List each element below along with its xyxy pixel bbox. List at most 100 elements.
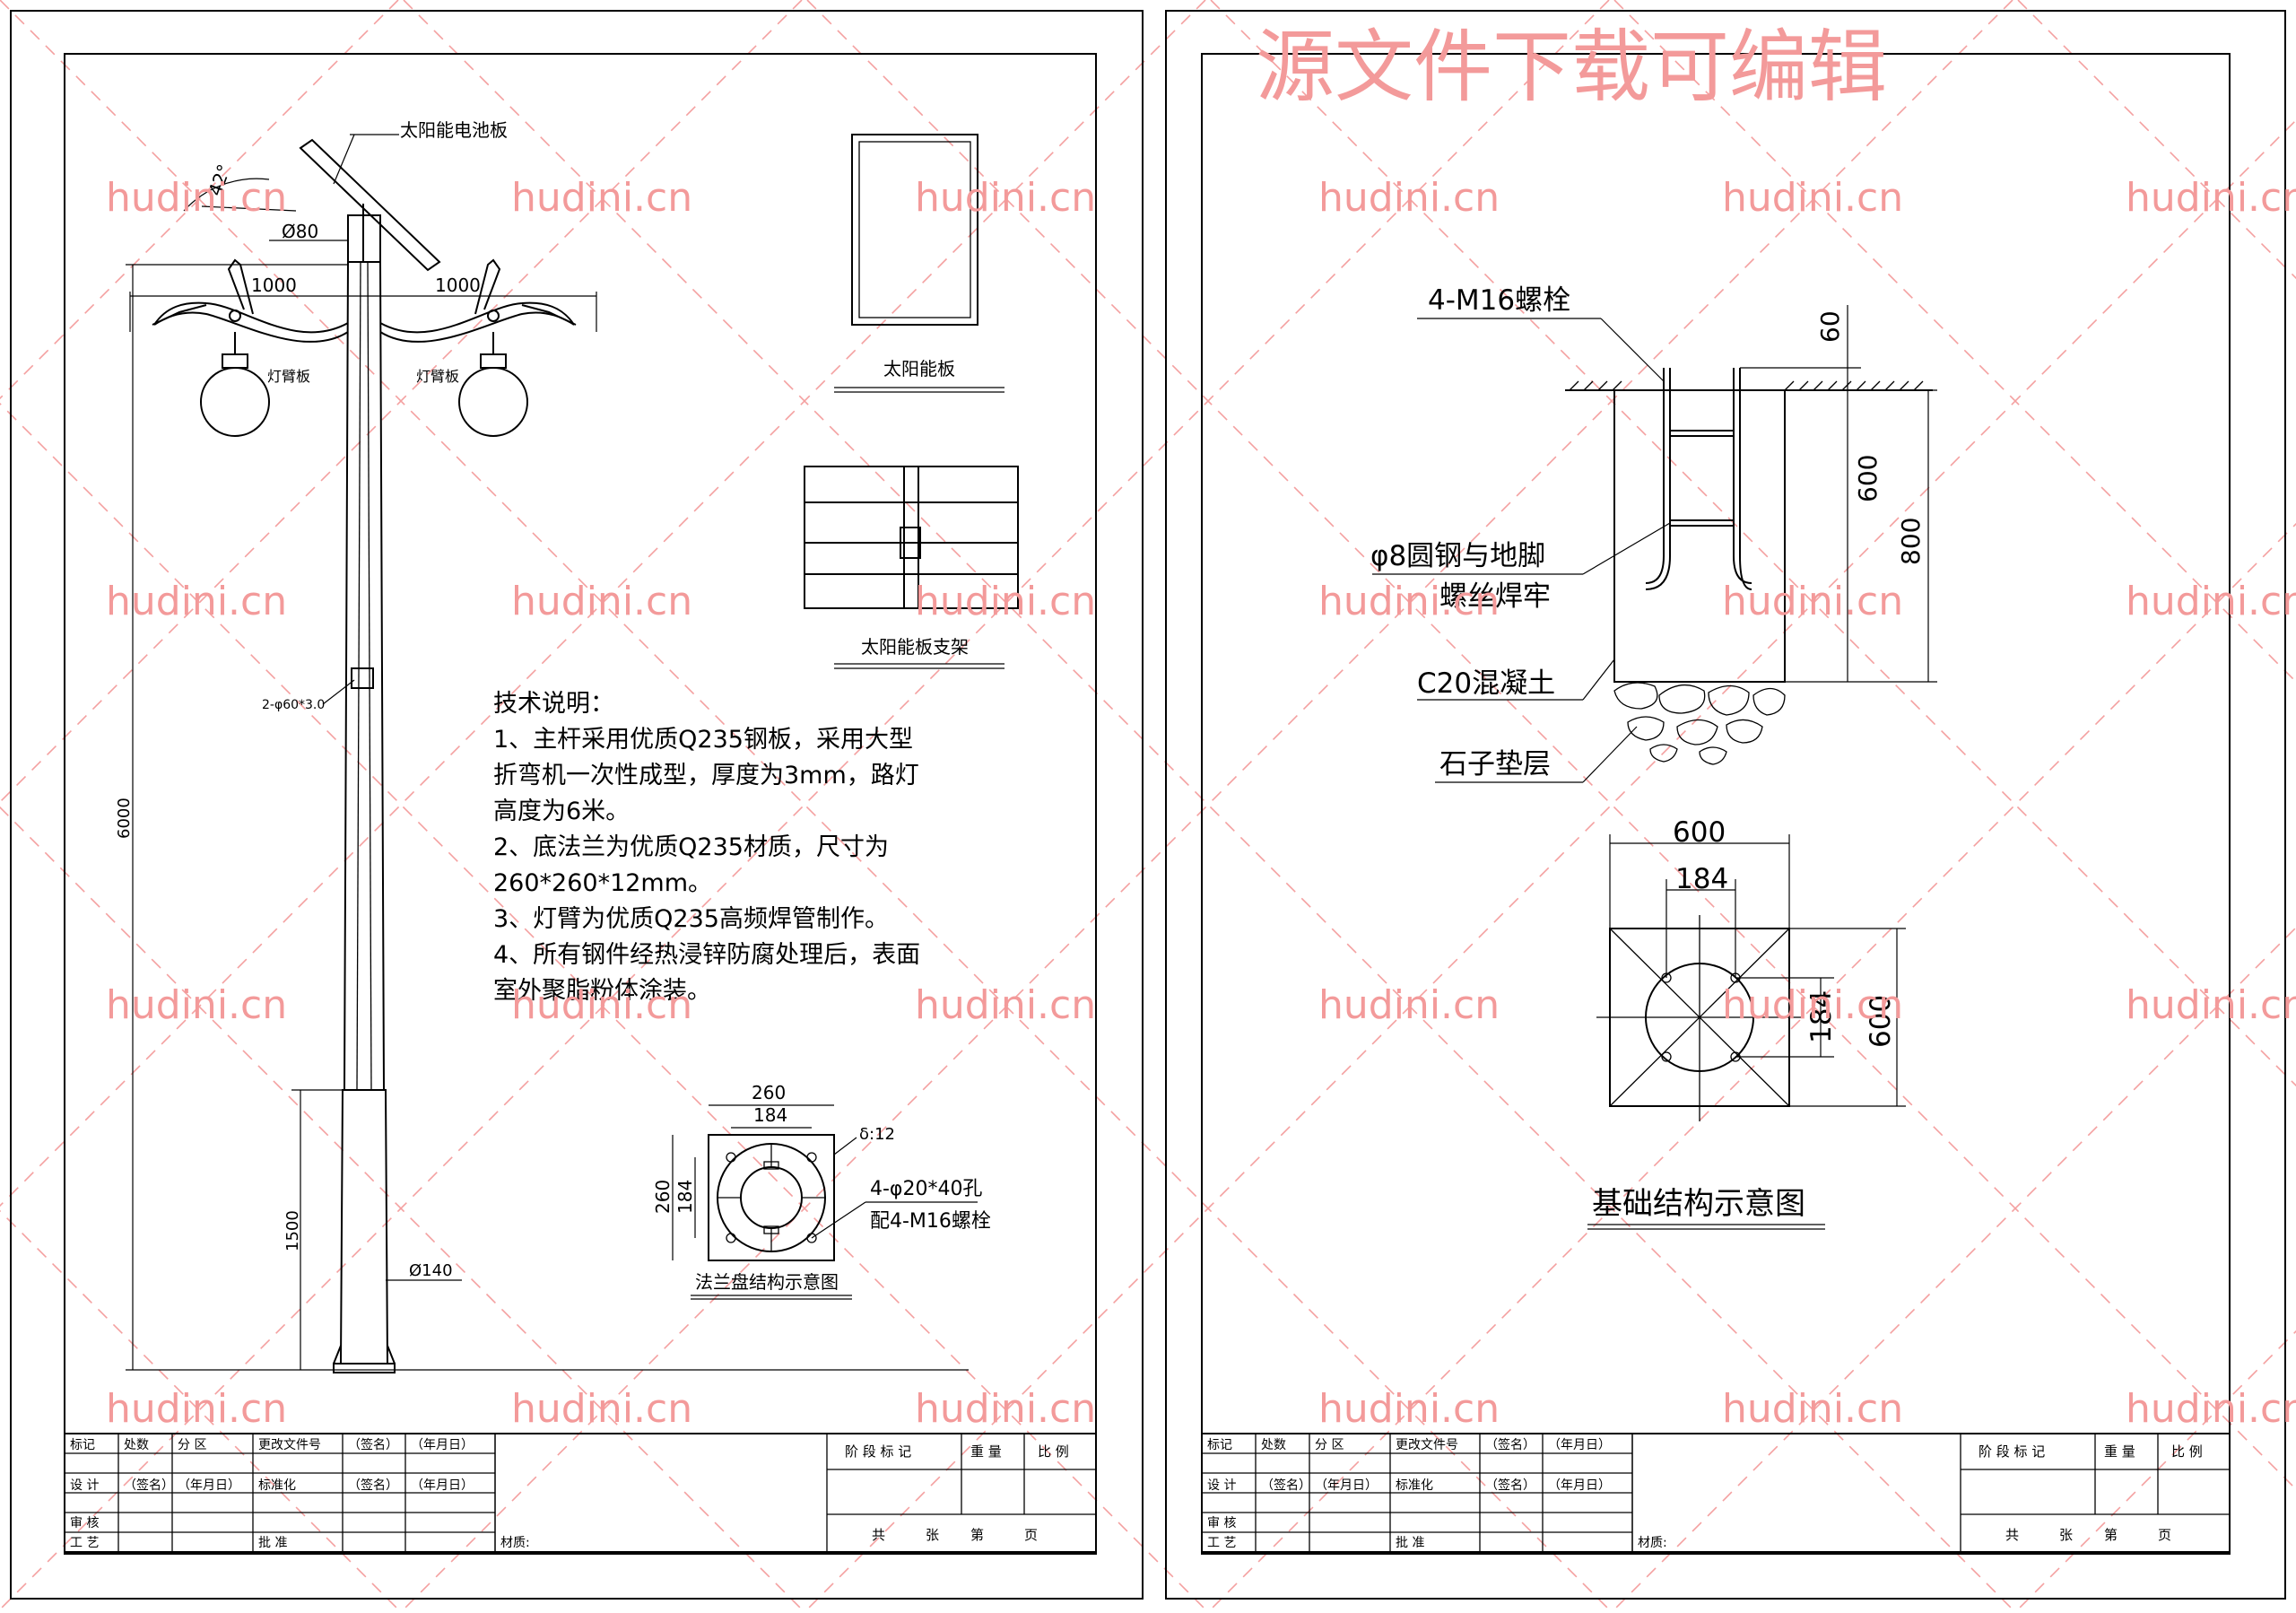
hatch-mark [1884, 380, 1895, 391]
watermark-hudini: hudini.cn [915, 579, 1096, 624]
lamp-pole-elevation: 太阳能电池板 42° Ø80 1000 1000 灯臂板 灯臂板 2-φ60*3… [115, 119, 969, 1373]
main-pole [343, 261, 386, 1091]
hatch-mark [1856, 380, 1866, 391]
label-top-offset: 60 [1815, 310, 1845, 343]
watermark-hudini: hudini.cn [2126, 1386, 2296, 1432]
watermark-line [2017, 0, 2296, 280]
tb-design: 设 计 [1207, 1478, 1236, 1493]
watermark-line [403, 0, 2013, 1610]
watermark-banner: 源文件下载可编辑 [1256, 21, 1887, 113]
right-arm-plate [474, 258, 501, 315]
note-line-6: 3、灯臂为优质Q235高频焊管制作。 [493, 905, 889, 933]
left-arm-plate [227, 258, 254, 315]
ground-hatch [1569, 380, 1924, 391]
technical-notes: 技术说明： 1、主杆采用优质Q235钢板，采用大型 折弯机一次性成型，厚度为3m… [493, 690, 920, 1005]
left-globe-lamp [200, 367, 270, 437]
label-embed-depth: 600 [1853, 455, 1883, 502]
watermark-line [1613, 0, 2296, 684]
note-line-7: 4、所有钢件经热浸锌防腐处理后，表面 [493, 941, 920, 969]
flange-height-outer: 260 [652, 1180, 674, 1214]
watermark-hudini: hudini.cn [1722, 1386, 1903, 1432]
hatch-mark [1798, 380, 1809, 391]
watermark-hudini: hudini.cn [511, 579, 692, 624]
tb-sheet-cell: 第 [2104, 1527, 2118, 1543]
flange-plate-view: 260 184 260 184 δ:12 4-φ20*40孔 配4-M16螺栓 … [652, 1082, 991, 1300]
flange-width-outer: 260 [752, 1082, 786, 1103]
watermark-line [0, 0, 399, 400]
watermark-hudini: hudini.cn [915, 982, 1096, 1028]
label-gravel: 石子垫层 [1439, 748, 1551, 780]
tb-sign-2: （签名） [1485, 1478, 1535, 1493]
tb-header-cell: （签名） [348, 1437, 398, 1452]
left-arm [153, 311, 349, 343]
tb-header-cell: 标记 [70, 1438, 95, 1452]
watermark-hudini: hudini.cn [915, 1386, 1096, 1432]
label-concrete: C20混凝土 [1417, 667, 1555, 700]
watermark-hudini: hudini.cn [106, 175, 287, 221]
tb-header-cell: 更改文件号 [258, 1438, 321, 1452]
label-arm-left-length: 1000 [251, 275, 297, 296]
watermark-line [0, 806, 803, 1610]
hatch-mark [1569, 380, 1579, 391]
notes-title: 技术说明： [493, 690, 614, 718]
label-total-depth: 800 [1896, 518, 1926, 565]
tb-standardize: 标准化 [258, 1478, 296, 1493]
base-plate [333, 1363, 396, 1373]
tb-header-cell: （年月日） [1548, 1438, 1611, 1452]
watermark-hudini: hudini.cn [915, 175, 1096, 221]
tb-date: （年月日） [1315, 1478, 1378, 1493]
tb-design: 设 计 [70, 1478, 99, 1493]
hatch-mark [1813, 380, 1823, 391]
note-line-5: 260*260*12mm。 [493, 869, 712, 897]
tb-material: 材质: [500, 1536, 530, 1550]
hatch-mark [1841, 380, 1852, 391]
hatch-mark [1899, 380, 1909, 391]
tb-sign: （签名） [124, 1478, 174, 1493]
anchor-bolt-left [1645, 368, 1665, 584]
tb-sheet-cell: 张 [2059, 1527, 2073, 1543]
watermark-hudini: hudini.cn [1722, 175, 1903, 221]
tb-scale: 比 例 [1038, 1443, 1069, 1460]
tb-approve: 批 准 [258, 1536, 287, 1550]
tb-sheet-cell: 张 [926, 1527, 939, 1543]
tb-header-cell: 分 区 [178, 1438, 206, 1452]
tb-sheet-cell: 共 [2005, 1527, 2019, 1543]
label-rebar-1: φ8圆钢与地脚 [1370, 540, 1545, 572]
plan-height-outer: 600 [1865, 995, 1897, 1048]
watermark-hudini: hudini.cn [1318, 175, 1500, 221]
pole-joint [351, 667, 374, 689]
plan-height-inner: 184 [1805, 990, 1838, 1043]
watermark-hudini: hudini.cn [511, 982, 692, 1028]
flange-thickness: δ:12 [859, 1125, 895, 1144]
tb-review: 审 核 [70, 1516, 99, 1530]
tb-sheet-cell: 共 [872, 1527, 885, 1543]
tb-process: 工 艺 [70, 1536, 99, 1550]
label-pole-height: 6000 [115, 798, 134, 839]
watermark-line [1613, 926, 2296, 1610]
watermark-line [806, 118, 2296, 1610]
pole-base-section [339, 1089, 389, 1365]
tb-approve: 批 准 [1396, 1536, 1424, 1550]
right-arm [379, 311, 575, 343]
flange-holes: 4-φ20*40孔 [870, 1178, 982, 1200]
note-line-1: 1、主杆采用优质Q235钢板，采用大型 [493, 726, 913, 754]
label-arm-plate-left: 灯臂板 [267, 368, 310, 385]
watermark-hudini: hudini.cn [2126, 579, 2296, 624]
solar-frame-caption: 太阳能板支架 [861, 636, 969, 658]
watermark-line [1210, 522, 2296, 1610]
watermark-line [0, 0, 1610, 1610]
foundation-plan-view: 600 184 184 600 基础结构示意图 [1587, 816, 1906, 1230]
hatch-mark [1827, 380, 1838, 391]
flange-height-inner: 184 [674, 1180, 696, 1214]
tb-header-cell: （年月日） [411, 1438, 474, 1452]
note-line-3: 高度为6米。 [493, 798, 630, 825]
tb-header-cell: （签名） [1485, 1437, 1535, 1452]
watermark-hudini: hudini.cn [511, 175, 692, 221]
title-block-left: 标记处数分 区更改文件号（签名）（年月日）设 计（签名）（年月日）标准化（签名）… [64, 1433, 1097, 1553]
note-line-2: 折弯机一次性成型，厚度为3mm，路灯 [493, 762, 919, 789]
label-arm-plate-right: 灯臂板 [416, 368, 459, 385]
foundation-section: 4-M16螺栓 60 600 800 φ8圆钢与地脚 螺丝焊牢 C20混凝土 石… [1370, 284, 1937, 783]
tb-material: 材质: [1638, 1536, 1667, 1550]
